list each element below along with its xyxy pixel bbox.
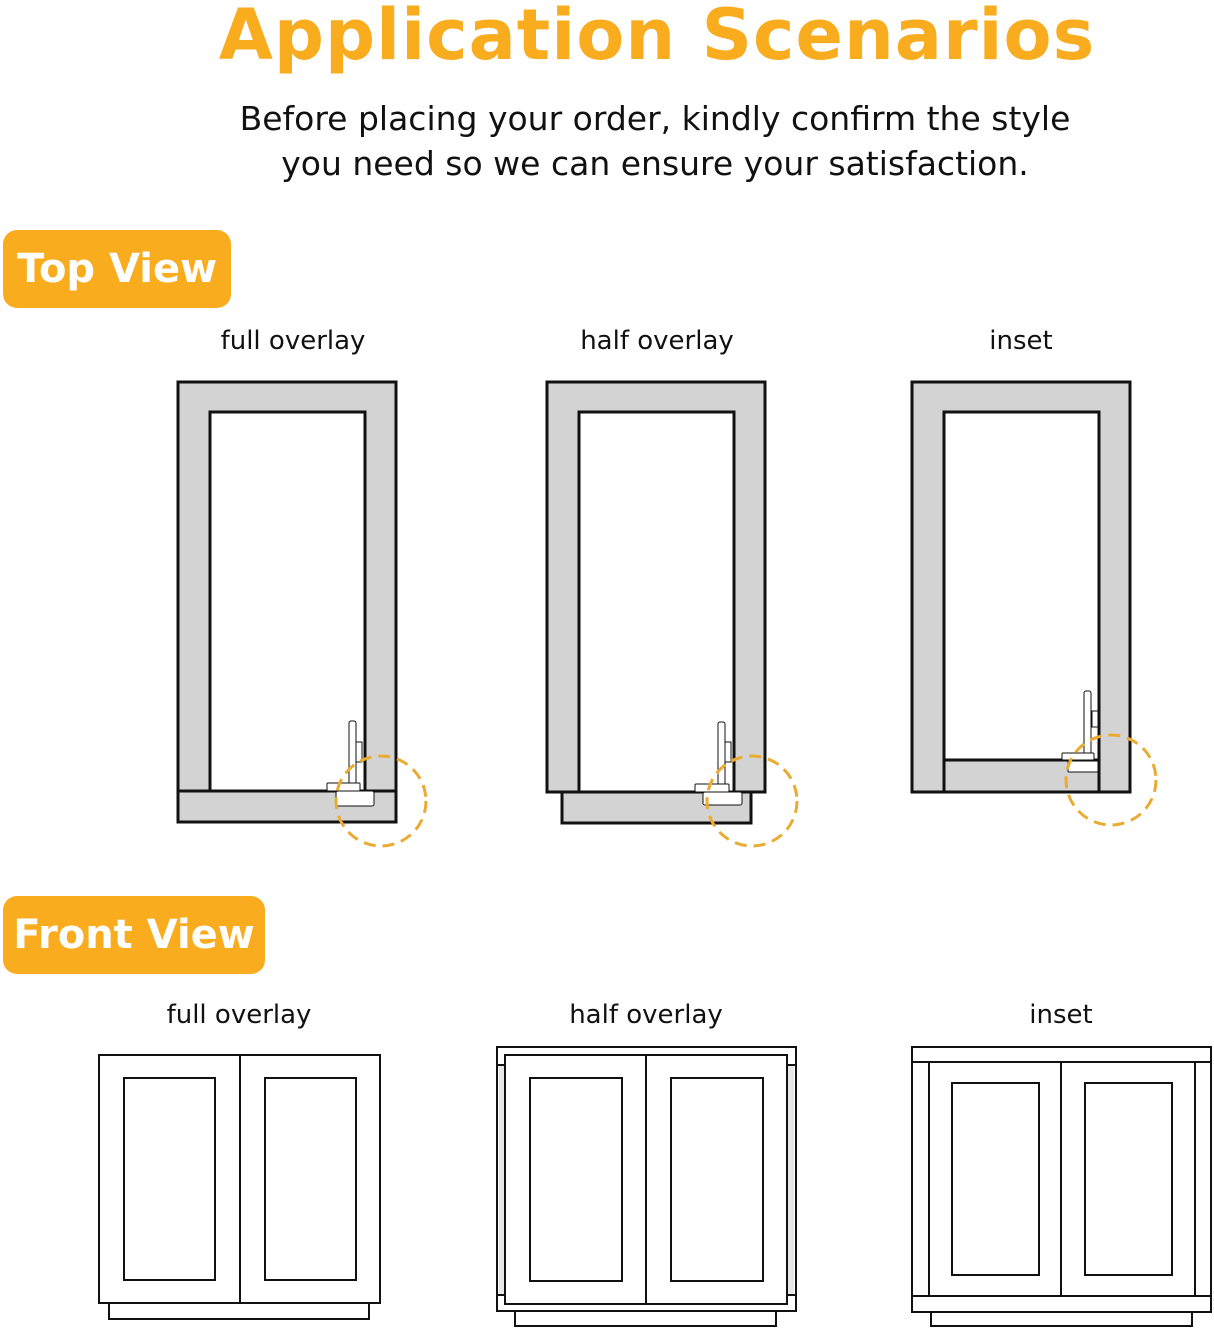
- top-view-label-inset: inset: [989, 326, 1053, 356]
- top-view-label-full-overlay: full overlay: [220, 326, 366, 356]
- hinge-icon: [694, 721, 743, 806]
- top-view-badge: Top View: [3, 230, 231, 308]
- front-view-label-inset: inset: [1029, 1000, 1093, 1030]
- front-view-inset-diagram: [911, 1046, 1212, 1327]
- page-subtitle: Before placing your order, kindly confir…: [150, 96, 1160, 186]
- top-view-full-overlay-diagram: [176, 380, 428, 848]
- front-view-full-overlay-diagram: [98, 1054, 381, 1320]
- hinge-icon: [326, 720, 375, 807]
- front-view-badge: Front View: [3, 896, 265, 974]
- front-view-half-overlay-diagram: [496, 1046, 797, 1327]
- dashed-circle-icon: [1064, 733, 1158, 827]
- dashed-circle-icon: [334, 754, 428, 848]
- front-view-label-half-overlay: half overlay: [569, 1000, 723, 1030]
- front-view-label-full-overlay: full overlay: [166, 1000, 312, 1030]
- subtitle-line-1: Before placing your order, kindly confir…: [239, 99, 1071, 138]
- top-view-half-overlay-diagram: [545, 380, 799, 848]
- page-title: Application Scenarios: [218, 0, 1096, 76]
- top-view-inset-diagram: [910, 380, 1158, 827]
- dashed-circle-icon: [705, 754, 799, 848]
- subtitle-line-2: you need so we can ensure your satisfact…: [281, 144, 1029, 183]
- top-view-label-half-overlay: half overlay: [580, 326, 734, 356]
- hinge-icon: [1061, 690, 1099, 773]
